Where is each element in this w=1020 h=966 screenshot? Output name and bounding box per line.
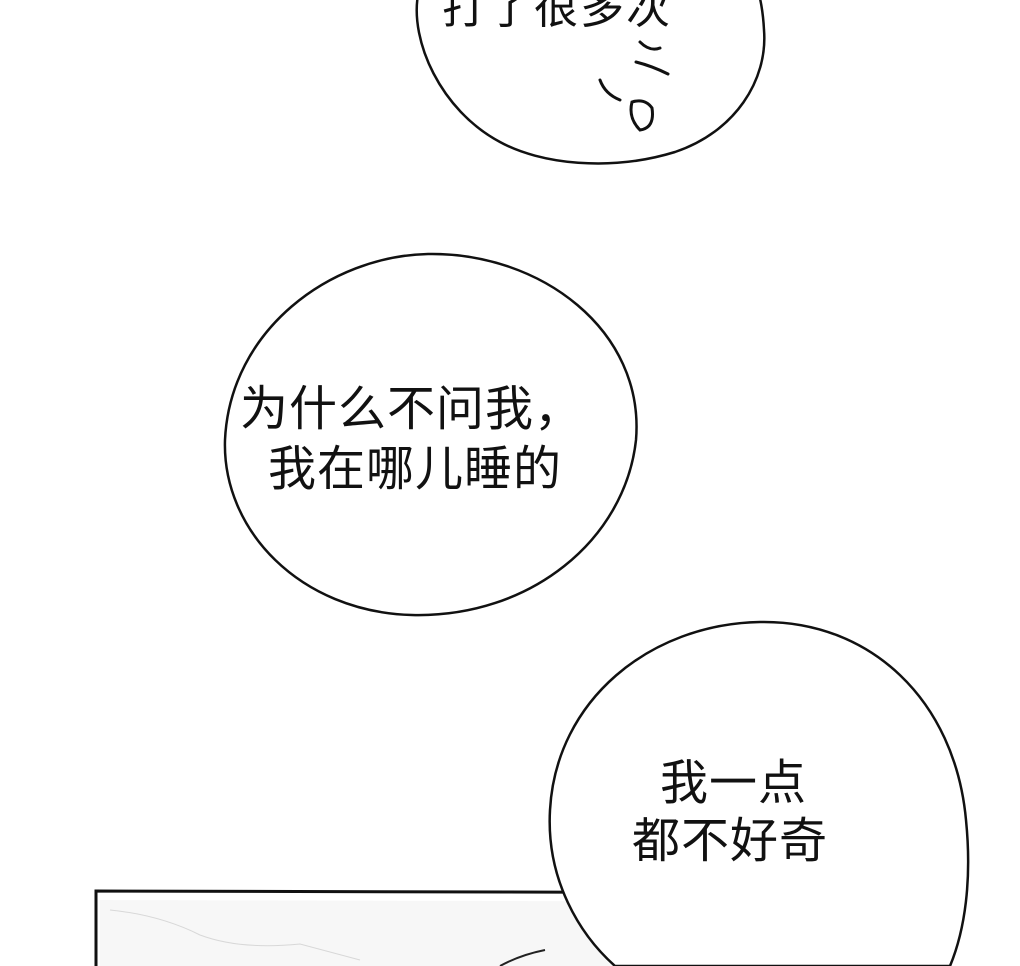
bubble-1-line-1: 打了很多次 (442, 0, 672, 34)
speech-bubble-3 (548, 620, 970, 966)
bubble-2-line-1: 为什么不问我， (240, 381, 584, 437)
speech-bubble-2 (223, 252, 638, 617)
speech-bubble-1 (415, 0, 766, 165)
bubble-3-line-1: 我一点 (660, 755, 808, 811)
bubble-3-line-2: 都不好奇 (632, 813, 829, 869)
doodle-face-icon (598, 40, 670, 132)
bubble-2-line-2: 我在哪儿睡的 (268, 441, 563, 497)
